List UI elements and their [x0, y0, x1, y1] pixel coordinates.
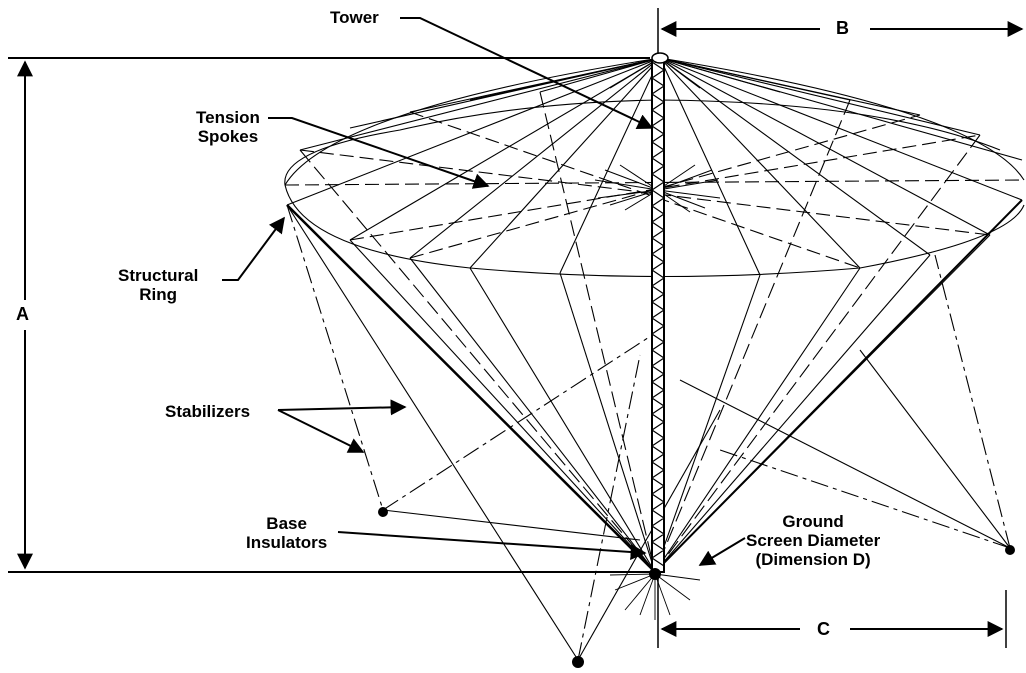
ground-screen-line-2: Screen Diameter	[746, 531, 881, 550]
structural-ring-label: Structural Ring	[118, 266, 198, 304]
tower-label: Tower	[330, 8, 379, 27]
base-insulators-line-1: Base	[266, 514, 307, 533]
base-insulators-label: Base Insulators	[246, 514, 327, 552]
dimension-b	[657, 8, 1024, 58]
tension-spokes-line-2: Spokes	[197, 127, 259, 146]
structural-ring-line-1: Structural	[118, 266, 199, 285]
base-insulators-line-2: Insulators	[246, 533, 328, 552]
ground-screen	[609, 573, 701, 620]
tension-spokes-line-1: Tension	[196, 108, 260, 127]
dimension-a-label: A	[16, 304, 29, 324]
tension-spokes-label: Tension Spokes	[196, 108, 260, 146]
dimension-c	[657, 572, 1007, 648]
structural-ring-line-2: Ring	[139, 285, 178, 304]
stabilizers	[286, 204, 1011, 661]
stabilizers-label: Stabilizers	[165, 402, 251, 421]
callout-arrows	[222, 17, 746, 566]
ground-screen-line-1: Ground	[782, 512, 844, 531]
top-disc	[284, 57, 1025, 278]
cone-wires	[286, 91, 1023, 573]
ground-screen-line-3: (Dimension D)	[755, 550, 871, 569]
tower	[650, 52, 669, 573]
dimension-c-label: C	[817, 619, 830, 639]
ground-screen-label: Ground Screen Diameter (Dimension D)	[746, 512, 880, 569]
dimension-b-label: B	[836, 18, 849, 38]
tension-spokes	[594, 164, 721, 213]
dimension-a	[8, 57, 655, 573]
